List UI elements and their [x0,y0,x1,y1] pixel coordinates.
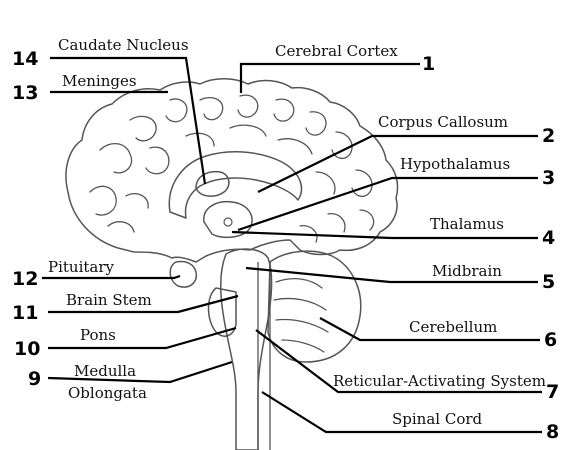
cerebellum-shape [267,250,362,363]
number-2: 2 [542,125,555,147]
label-spinal-cord: Spinal Cord [392,410,483,428]
cerebrum-outline [65,78,399,263]
pons-shape [207,287,237,337]
cerebellum-folia [273,277,329,353]
number-13: 13 [12,82,38,104]
thalamus-shape [203,200,253,239]
pituitary-shape [169,260,198,288]
caudate-nucleus-shape [195,170,230,197]
thalamus-center [223,217,233,227]
label-caudate-nucleus: Caudate Nucleus [58,36,189,54]
label-meninges: Meninges [62,72,137,90]
number-4: 4 [542,227,555,249]
number-14: 14 [12,48,38,70]
label-medulla: Medulla [74,362,136,380]
label-thalamus: Thalamus [430,215,504,233]
label-cerebellum: Cerebellum [409,318,497,336]
brainstem-shape [219,248,273,450]
label-pons: Pons [80,326,116,344]
label-texts: Cerebral Cortex Corpus Callosum Hypothal… [48,36,546,428]
number-7: 7 [546,381,559,403]
label-brain-stem: Brain Stem [66,291,152,309]
label-pituitary: Pituitary [48,258,115,276]
number-1: 1 [422,53,435,75]
label-corpus-callosum: Corpus Callosum [378,113,508,131]
label-hypothalamus: Hypothalamus [400,155,510,173]
number-3: 3 [542,167,555,189]
leader-lines [42,56,542,434]
cortex-gyri [89,94,375,243]
number-10: 10 [14,338,40,360]
number-12: 12 [12,268,38,290]
spinal-cord-lines [257,262,271,450]
label-midbrain: Midbrain [432,262,502,280]
label-numbers: 1 2 3 4 5 6 7 8 9 10 11 12 13 14 [12,48,559,443]
number-6: 6 [544,329,557,351]
label-cerebral-cortex: Cerebral Cortex [275,42,398,60]
number-9: 9 [28,368,41,390]
corpus-callosum-shape [168,151,303,219]
number-8: 8 [546,421,559,443]
label-oblongata: Oblongata [68,384,147,402]
number-11: 11 [12,302,38,324]
label-reticular-activating-system: Reticular-Activating System [333,372,546,390]
number-5: 5 [542,271,555,293]
